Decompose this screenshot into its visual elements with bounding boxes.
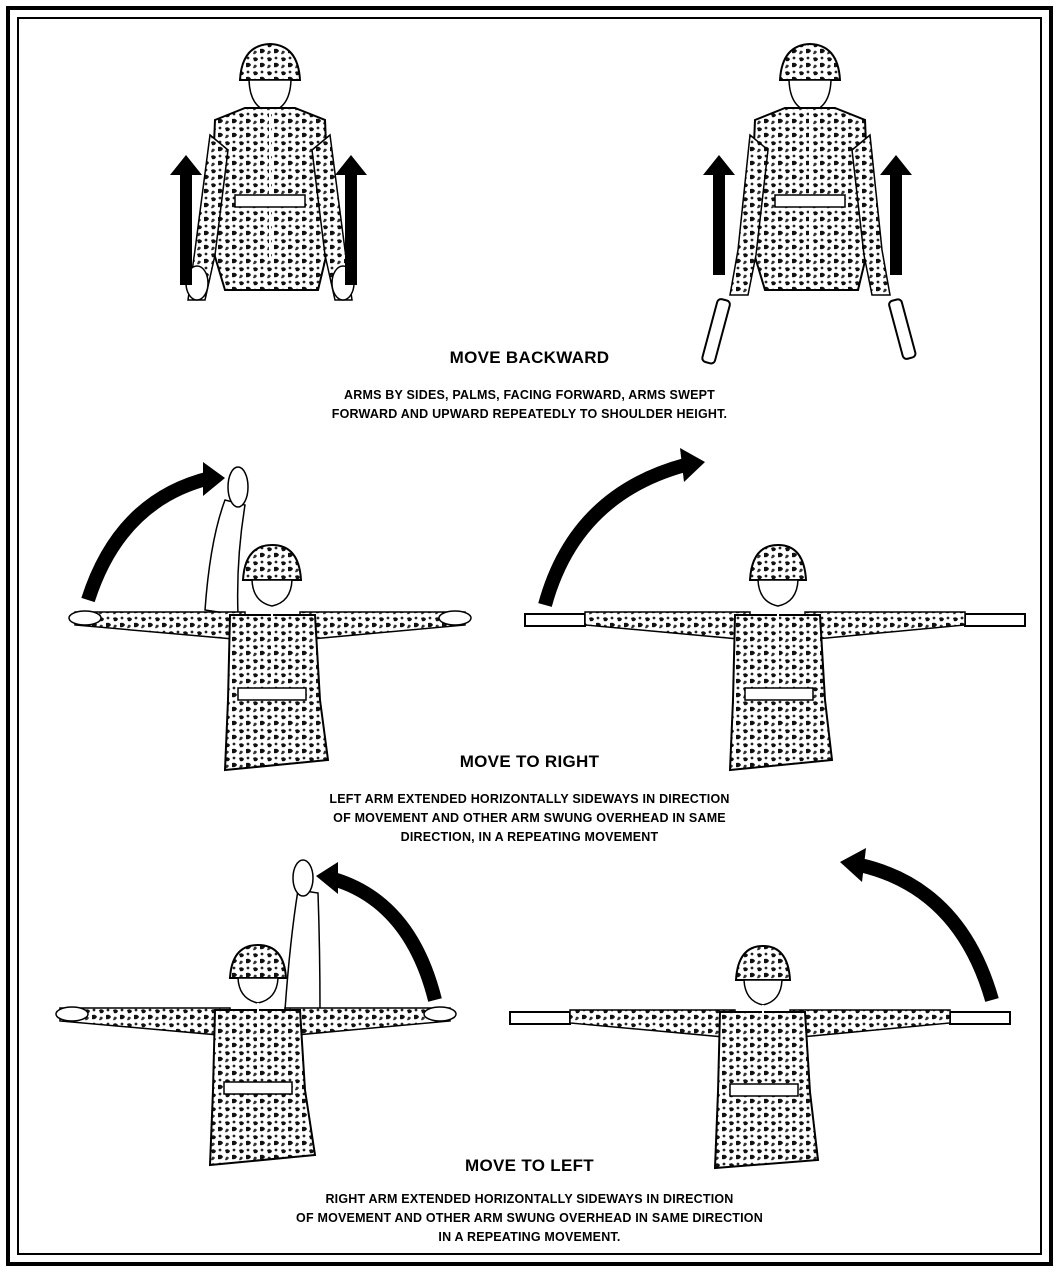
figure-left-hands [56, 860, 456, 1165]
move-backward-description: ARMS BY SIDES, PALMS, FACING FORWARD, AR… [0, 386, 1059, 424]
description-line: RIGHT ARM EXTENDED HORIZONTALLY SIDEWAYS… [0, 1190, 1059, 1209]
description-line: IN A REPEATING MOVEMENT. [0, 1228, 1059, 1247]
description-line: FORWARD AND UPWARD REPEATEDLY TO SHOULDE… [0, 405, 1059, 424]
description-line: DIRECTION, IN A REPEATING MOVEMENT [0, 828, 1059, 847]
move-to-right-title: MOVE TO RIGHT [0, 752, 1059, 772]
figure-backward-wands [701, 44, 916, 364]
description-line: OF MOVEMENT AND OTHER ARM SWUNG OVERHEAD… [0, 809, 1059, 828]
move-backward-title: MOVE BACKWARD [0, 348, 1059, 368]
figure-right-hands [69, 462, 471, 770]
description-line: LEFT ARM EXTENDED HORIZONTALLY SIDEWAYS … [0, 790, 1059, 809]
figure-right-wands [525, 448, 1025, 770]
move-to-left-title: MOVE TO LEFT [0, 1156, 1059, 1176]
description-line: ARMS BY SIDES, PALMS, FACING FORWARD, AR… [0, 386, 1059, 405]
figure-backward-hands [170, 44, 367, 300]
move-to-left-description: RIGHT ARM EXTENDED HORIZONTALLY SIDEWAYS… [0, 1190, 1059, 1247]
figure-left-wands [510, 848, 1010, 1168]
description-line: OF MOVEMENT AND OTHER ARM SWUNG OVERHEAD… [0, 1209, 1059, 1228]
move-to-right-description: LEFT ARM EXTENDED HORIZONTALLY SIDEWAYS … [0, 790, 1059, 847]
